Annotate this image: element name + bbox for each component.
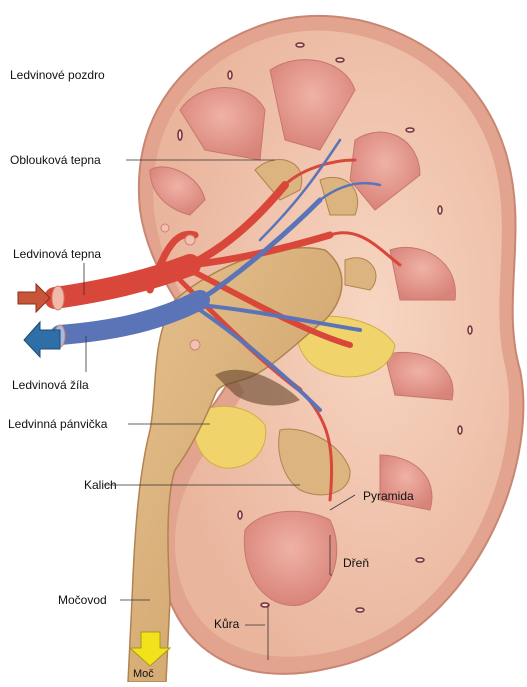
label-kalich: Kalich [84,478,117,492]
arterial-inflow-arrow [18,284,50,312]
label-kura: Kůra [214,617,239,631]
label-ledvinova-zila: Ledvinová žíla [12,378,89,392]
label-dren: Dřeň [343,556,369,570]
label-pyramida: Pyramida [363,489,414,503]
label-ledvinova-tepna: Ledvinová tepna [13,247,101,261]
label-ledvinna-panvicka: Ledvinná pánvička [8,417,107,431]
label-ledvinove-pozdro: Ledvinové pozdro [10,68,105,82]
label-mocovod: Močovod [58,593,107,607]
label-moc: Moč [133,667,154,681]
label-obloukova-tepna: Oblouková tepna [10,153,101,167]
